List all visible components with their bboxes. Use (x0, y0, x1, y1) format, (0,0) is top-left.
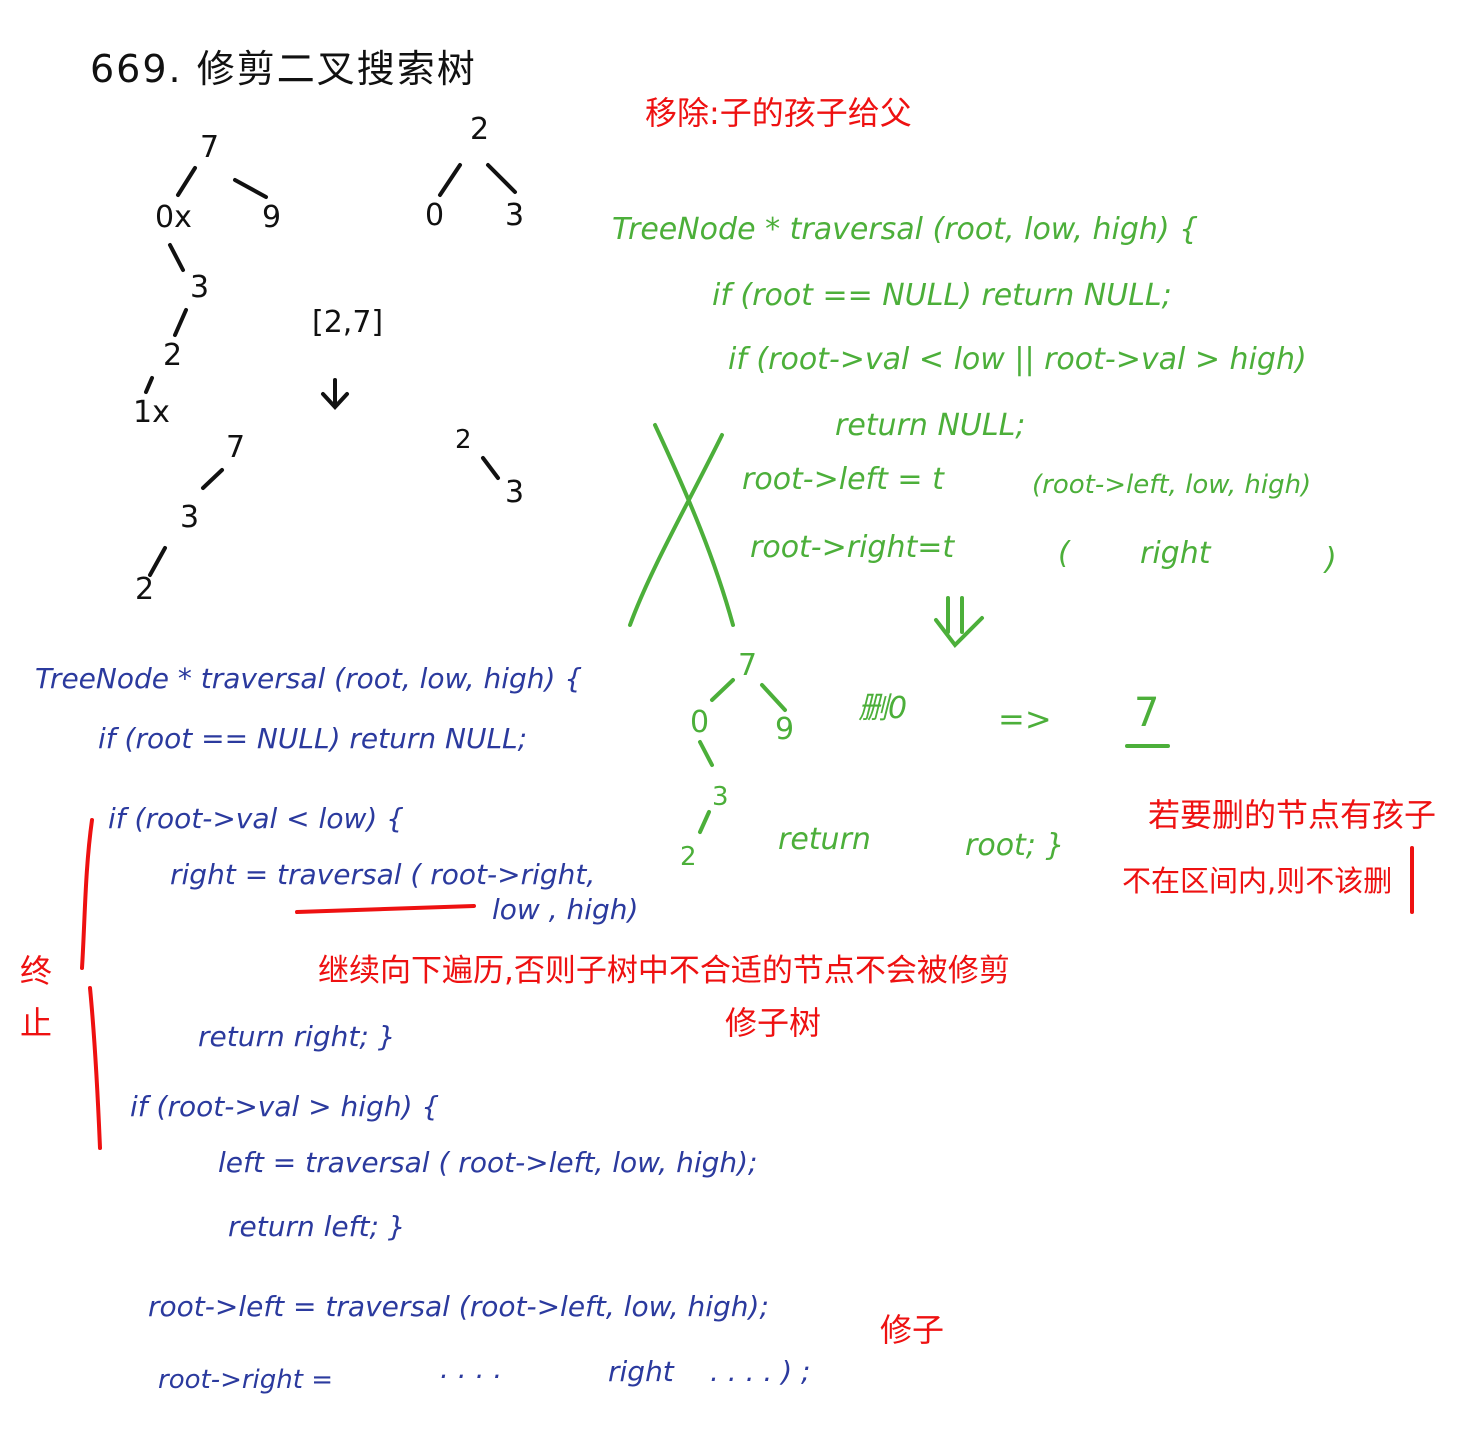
tree1-edge-7-0 (176, 166, 197, 197)
green-code-line-5a: root->left = t (742, 462, 944, 497)
double-down-arrow-icon (934, 596, 984, 649)
green-tree-node-2: 2 (680, 842, 697, 872)
red-left-bracket-top (80, 818, 94, 970)
blue-code-line-5: return right; } (198, 1020, 396, 1053)
down-arrow-icon (321, 378, 349, 410)
tree1-edge-0-3 (168, 243, 185, 272)
tree1-edge-2-1 (144, 376, 154, 394)
green-cross-stroke-1 (653, 423, 735, 627)
red-top-note: 移除:子的孩子给父 (645, 94, 912, 132)
red-left-bracket-bottom (88, 986, 102, 1150)
blue-code-line-9: root->left = traversal (root->left, low,… (148, 1290, 769, 1323)
green-tree-node-7: 7 (738, 648, 758, 683)
tree2-edge-2-3 (486, 163, 517, 194)
tree4-node-3: 3 (505, 475, 525, 510)
green-implies-arrow: => (998, 700, 1052, 738)
tree1-node-1: 1x (133, 395, 170, 430)
green-tree-edge-0-3 (698, 740, 714, 767)
green-code-line-1: TreeNode * traversal (root, low, high) { (612, 212, 1199, 247)
blue-code-line-7: left = traversal ( root->left, low, high… (218, 1146, 758, 1179)
tree3-edge-3-2 (148, 546, 167, 577)
green-tree-node-3: 3 (712, 782, 729, 812)
tree2-edge-2-0 (438, 163, 462, 197)
red-right-note-1: 若要删的节点有孩子 (1148, 796, 1437, 834)
green-code-line-5b: (root->left, low, high) (1032, 470, 1312, 500)
tree2-node-2: 2 (470, 112, 490, 147)
green-code-line-6b: ( (1058, 536, 1070, 571)
red-bottom-note: 修子 (880, 1311, 945, 1349)
tree4-edge-2-3 (481, 456, 500, 480)
green-code-line-2: if (root == NULL) return NULL; (712, 278, 1172, 313)
blue-code-line-2: if (root == NULL) return NULL; (98, 722, 528, 755)
red-left-note: 终止 (20, 952, 53, 1042)
green-code-line-6d: ) (1325, 542, 1337, 577)
tree4-node-2: 2 (455, 425, 472, 455)
red-mid-note-1: 继续向下遍历,否则子树中不合适的节点不会被修剪 (318, 953, 1010, 989)
green-cross-stroke-2 (628, 433, 724, 627)
tree2-node-0: 0 (425, 198, 445, 233)
green-delete-label: 删0 (858, 691, 908, 726)
green-tree-node-0: 0 (690, 705, 710, 740)
green-tree-edge-7-9 (760, 683, 787, 712)
green-result-node: 7 (1134, 690, 1160, 736)
green-code-line-6a: root->right=t (750, 530, 955, 565)
page-title: 669. 修剪二叉搜索树 (90, 47, 477, 91)
tree1-node-2: 2 (163, 338, 183, 373)
blue-code-line-6: if (root->val > high) { (130, 1090, 440, 1123)
tree1-node-0: 0x (155, 200, 192, 235)
tree3-node-7: 7 (226, 430, 246, 465)
blue-code-line-4b: low , high) (492, 893, 639, 926)
blue-code-line-10b: . . . . (440, 1352, 503, 1385)
tree3-edge-7-3 (201, 468, 224, 490)
tree1-edge-3-2 (173, 308, 188, 337)
green-tree-node-9: 9 (775, 712, 795, 747)
green-return-keyword: return (778, 822, 871, 857)
green-return-root: root; } (965, 828, 1065, 863)
traversal-underline (295, 904, 476, 914)
tree1-node-3: 3 (190, 270, 210, 305)
blue-code-line-3: if (root->val < low) { (108, 802, 404, 835)
blue-code-line-10d: . . . . ) ; (710, 1355, 811, 1388)
tree3-node-2: 2 (135, 572, 155, 607)
green-tree-edge-3-2 (698, 810, 711, 834)
green-tree-edge-7-0 (710, 678, 735, 702)
tree3-node-3: 3 (180, 500, 200, 535)
blue-code-line-10a: root->right = (158, 1365, 334, 1395)
green-code-line-4: return NULL; (835, 408, 1026, 443)
blue-code-line-4a: right = traversal ( root->right, (170, 858, 596, 891)
tree1-node-9: 9 (262, 200, 282, 235)
blue-code-line-8: return left; } (228, 1210, 406, 1243)
tree1-node-7: 7 (200, 130, 220, 165)
tree2-node-3: 3 (505, 198, 525, 233)
green-code-line-3: if (root->val < low || root->val > high) (728, 342, 1307, 377)
tree1-edge-7-9 (233, 178, 268, 199)
blue-code-line-1: TreeNode * traversal (root, low, high) { (35, 662, 583, 695)
range-label: [2,7] (312, 305, 384, 340)
red-right-note-2: 不在区间内,则不该删 (1122, 864, 1393, 898)
blue-code-line-10c: right (608, 1355, 674, 1388)
red-mid-note-2: 修子树 (725, 1004, 822, 1042)
green-code-line-6c: right (1140, 536, 1211, 571)
